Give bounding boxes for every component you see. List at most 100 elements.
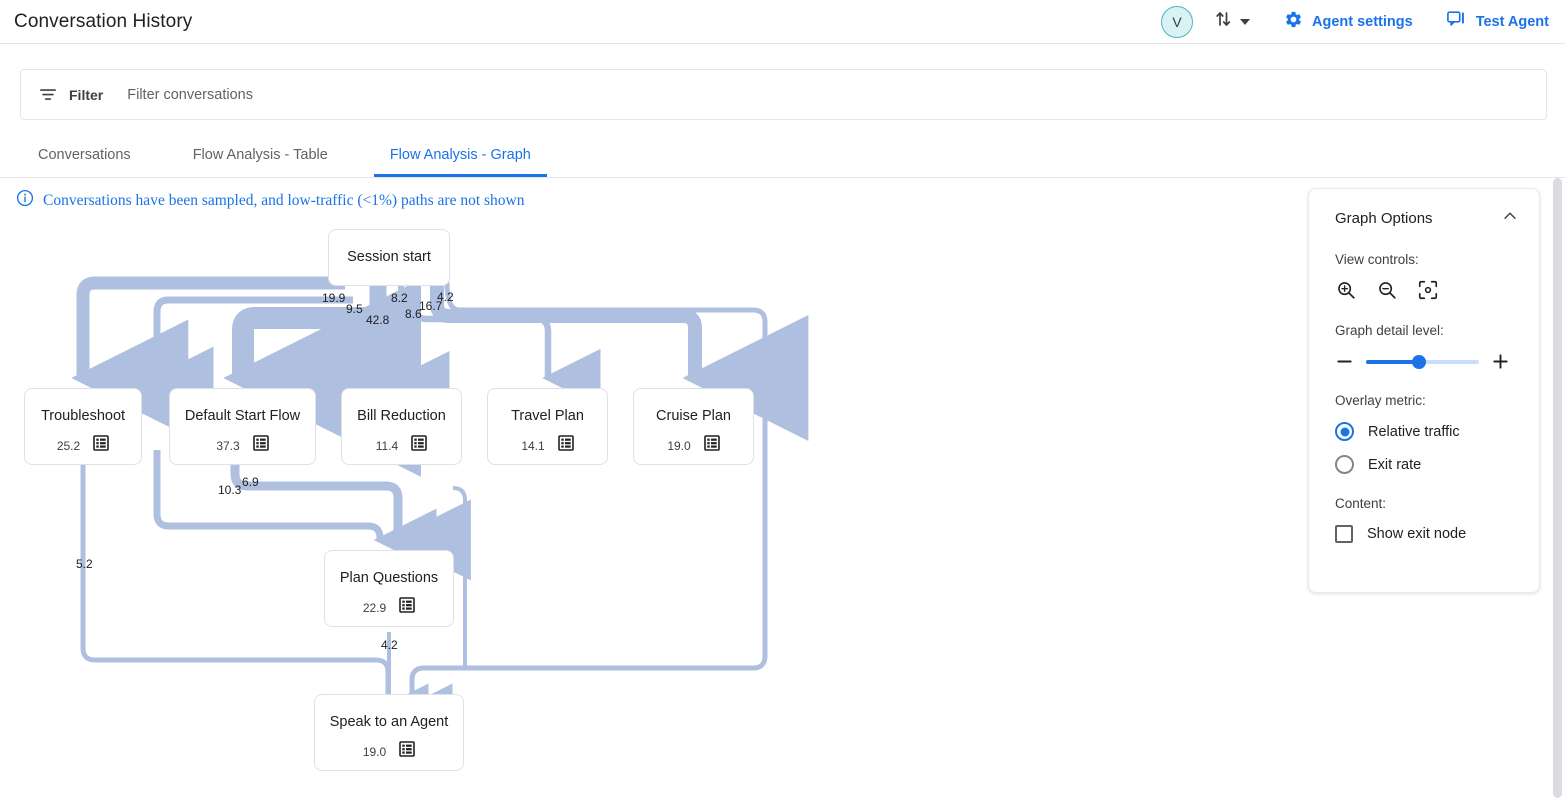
test-agent-button[interactable]: Test Agent xyxy=(1446,10,1549,33)
tab-flow-analysis-graph[interactable]: Flow Analysis - Graph xyxy=(373,133,547,177)
checkbox-show-exit-node[interactable]: Show exit node xyxy=(1335,525,1539,543)
detail-level-slider-row xyxy=(1335,352,1539,371)
info-icon xyxy=(16,189,34,212)
node-value: 37.3 xyxy=(216,438,240,453)
edge-label-plan-questions-agent: 4.2 xyxy=(381,638,398,652)
agent-settings-label: Agent settings xyxy=(1311,13,1413,30)
node-meta: 14.1 xyxy=(521,435,574,456)
radio-label: Relative traffic xyxy=(1368,423,1460,440)
detail-level-label: Graph detail level: xyxy=(1335,323,1444,338)
radio-icon-unselected xyxy=(1335,455,1354,474)
slider-fill xyxy=(1366,359,1421,364)
node-cruise-plan[interactable]: Cruise Plan 19.0 xyxy=(633,388,754,465)
node-value: 19.0 xyxy=(667,438,691,453)
node-title: Troubleshoot xyxy=(40,408,126,424)
table-icon[interactable] xyxy=(252,435,269,456)
edge-label-plan-questions: 16.7 xyxy=(419,299,443,313)
app-header: Conversation History V Agent settings xyxy=(0,0,1565,44)
node-meta: 22.9 xyxy=(363,597,415,618)
page-title: Conversation History xyxy=(14,10,193,32)
vertical-scrollbar-thumb[interactable] xyxy=(1553,178,1562,798)
node-meta: 11.4 xyxy=(375,435,428,456)
checkbox-label: Show exit node xyxy=(1367,526,1467,542)
header-actions: V Agent settings xyxy=(1160,0,1565,43)
node-troubleshoot[interactable]: Troubleshoot 25.2 xyxy=(24,388,142,465)
tab-conversations[interactable]: Conversations xyxy=(38,147,131,163)
node-value: 25.2 xyxy=(56,438,81,453)
node-title: Travel Plan xyxy=(511,408,584,424)
node-meta: 37.3 xyxy=(216,435,269,456)
radio-relative-traffic[interactable]: Relative traffic xyxy=(1335,422,1539,441)
filter-icon[interactable] xyxy=(39,86,57,104)
table-icon[interactable] xyxy=(93,435,109,456)
radio-icon-selected xyxy=(1335,422,1354,441)
panel-header: Graph Options xyxy=(1309,189,1539,230)
gear-icon xyxy=(1284,10,1303,33)
graph-options-panel: Graph Options View controls: xyxy=(1308,188,1540,593)
avatar[interactable]: V xyxy=(1160,5,1193,38)
edge-label-troubleshoot: 19.9 xyxy=(322,291,346,305)
sort-arrows-icon xyxy=(1215,9,1233,34)
banner-text: Conversations have been sampled, and low… xyxy=(43,191,525,209)
node-bill-reduction[interactable]: Bill Reduction 11.4 xyxy=(341,388,462,465)
filter-bar: Filter xyxy=(20,69,1547,120)
filter-label: Filter xyxy=(69,86,104,103)
content-label: Content: xyxy=(1335,496,1387,511)
node-meta: 19.0 xyxy=(667,435,720,456)
node-value: 19.0 xyxy=(362,744,387,759)
tab-flow-analysis-table[interactable]: Flow Analysis - Table xyxy=(192,147,328,163)
node-default-start-flow[interactable]: Default Start Flow 37.3 xyxy=(169,388,316,465)
test-agent-label: Test Agent xyxy=(1475,13,1549,30)
tab-bar: Conversations Flow Analysis - Table Flow… xyxy=(0,133,1565,178)
fit-to-screen-icon[interactable] xyxy=(1417,279,1439,301)
node-title: Cruise Plan xyxy=(656,408,731,424)
node-meta: 19.0 xyxy=(363,741,415,762)
edge-label-troubleshoot-agent: 5.2 xyxy=(76,557,93,571)
node-title: Bill Reduction xyxy=(357,408,446,424)
node-title: Speak to an Agent xyxy=(329,714,449,730)
node-title: Default Start Flow xyxy=(184,408,301,424)
zoom-out-icon[interactable] xyxy=(1376,279,1398,301)
table-icon[interactable] xyxy=(411,435,428,456)
sort-control[interactable] xyxy=(1215,9,1250,34)
chevron-down-icon xyxy=(1239,18,1250,25)
plus-icon[interactable] xyxy=(1491,352,1510,371)
minus-icon[interactable] xyxy=(1335,352,1354,371)
node-meta: 25.2 xyxy=(57,435,109,456)
edge-label-dsf-plan-questions-a: 10.3 xyxy=(218,483,242,497)
edge-label-default-start-flow: 9.5 xyxy=(346,302,363,316)
table-icon[interactable] xyxy=(399,597,415,618)
view-controls xyxy=(1335,279,1539,301)
node-travel-plan[interactable]: Travel Plan 14.1 xyxy=(487,388,608,465)
edge-label-bill-reduction: 42.8 xyxy=(366,313,390,327)
node-session-start[interactable]: Session start xyxy=(328,229,450,286)
table-icon[interactable] xyxy=(557,435,574,456)
zoom-in-icon[interactable] xyxy=(1335,279,1357,301)
checkbox-icon xyxy=(1335,525,1353,543)
edge-label-dsf-plan-questions-b: 6.9 xyxy=(242,475,259,489)
node-plan-questions[interactable]: Plan Questions 22.9 xyxy=(324,550,454,627)
table-icon[interactable] xyxy=(703,435,720,456)
node-title: Session start xyxy=(347,249,431,265)
edge-label-travel-plan: 8.2 xyxy=(391,291,408,305)
node-title: Plan Questions xyxy=(339,570,439,586)
table-icon[interactable] xyxy=(399,741,415,762)
chevron-up-icon[interactable] xyxy=(1501,207,1519,230)
node-value: 11.4 xyxy=(375,438,399,453)
filter-input[interactable] xyxy=(125,85,826,104)
view-controls-label: View controls: xyxy=(1335,252,1419,267)
sampling-banner: Conversations have been sampled, and low… xyxy=(16,189,525,212)
radio-label: Exit rate xyxy=(1368,456,1422,473)
chat-bubble-icon xyxy=(1446,10,1467,33)
detail-level-slider[interactable] xyxy=(1366,354,1479,369)
panel-title: Graph Options xyxy=(1335,210,1433,227)
node-value: 14.1 xyxy=(521,438,545,453)
node-speak-to-an-agent[interactable]: Speak to an Agent 19.0 xyxy=(314,694,464,771)
edge-label-speak-to-agent-direct: 4.2 xyxy=(437,290,454,304)
radio-exit-rate[interactable]: Exit rate xyxy=(1335,455,1539,474)
slider-thumb[interactable] xyxy=(1412,354,1427,369)
overlay-metric-label: Overlay metric: xyxy=(1335,393,1426,408)
agent-settings-button[interactable]: Agent settings xyxy=(1284,10,1413,33)
flow-graph[interactable]: Session start Troubleshoot 25.2 Default … xyxy=(0,178,1547,798)
flow-edges xyxy=(71,260,809,729)
